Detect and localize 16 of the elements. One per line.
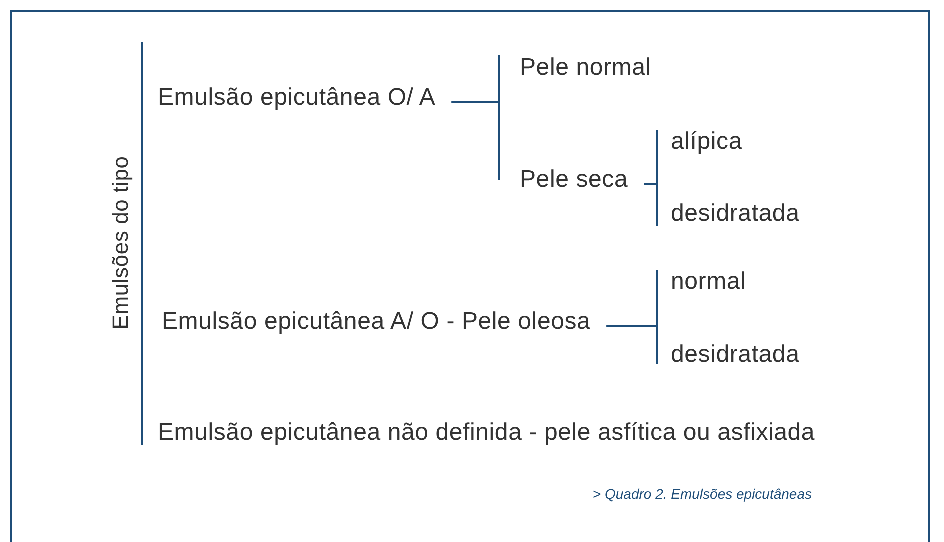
- bracket-connector: [606, 325, 658, 355]
- category-label: alípica: [657, 125, 750, 159]
- category-label: Pele seca: [499, 163, 636, 197]
- group-label: Emulsões do tipo: [100, 41, 142, 445]
- category-label: normal: [657, 265, 754, 299]
- category-label: desidratada: [657, 197, 808, 231]
- category-label: Emulsão epicutânea não definida - pele asfítica ou asfixiada: [142, 416, 824, 450]
- bracket-connector: [141, 242, 143, 433]
- bracket-connector: [141, 98, 143, 244]
- category-label: desidratada: [657, 338, 808, 372]
- bracket-connector: [644, 183, 658, 214]
- bracket-connector: [452, 101, 500, 180]
- caption: > Quadro 2. Emulsões epicutâneas: [592, 486, 812, 502]
- category-label: Emulsão epicutânea O/ A: [142, 81, 444, 115]
- category-label: Emulsão epicutânea A/ O - Pele oleosa: [142, 305, 599, 339]
- category-label: Pele normal: [499, 51, 660, 85]
